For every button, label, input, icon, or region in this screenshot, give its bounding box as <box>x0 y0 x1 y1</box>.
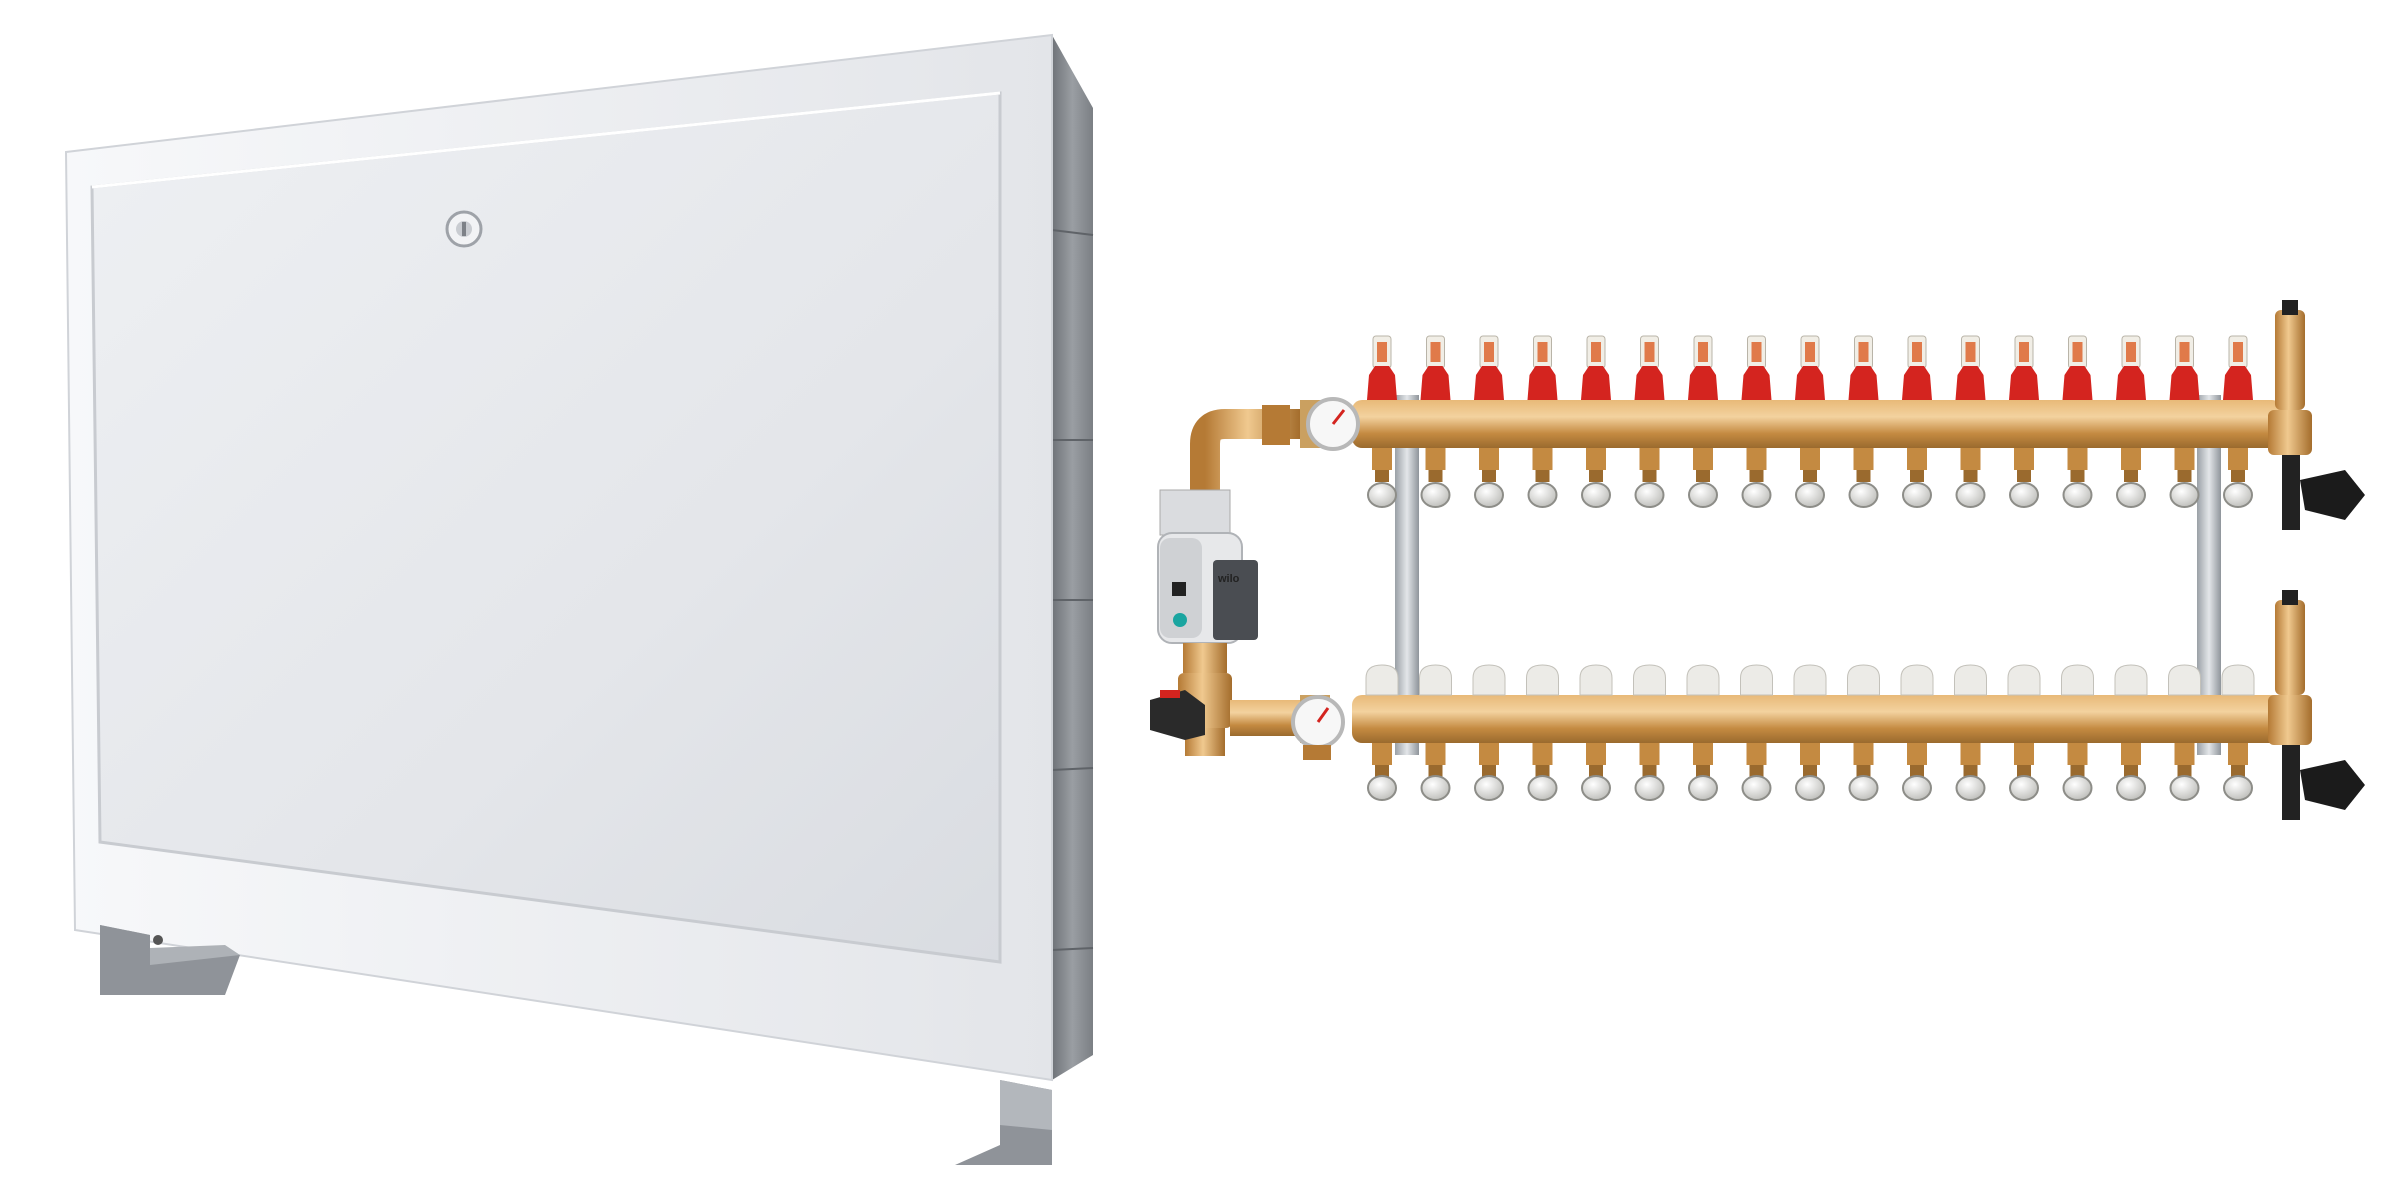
flowmeter-icon[interactable] <box>2169 335 2200 400</box>
supply-outlet-fitting <box>2223 448 2253 508</box>
supply-outlet-fitting <box>1474 448 1504 508</box>
valve-cap-icon[interactable] <box>1954 664 1987 696</box>
drain-valve-top-icon[interactable] <box>2300 470 2365 520</box>
flowmeter-icon[interactable] <box>1634 335 1665 400</box>
supply-outlet-fitting <box>1848 448 1879 508</box>
return-outlet-fitting <box>1741 743 1772 801</box>
return-outlet-fitting <box>1795 743 1825 801</box>
supply-outlet-fitting <box>1527 448 1558 508</box>
return-outlet-fitting <box>1367 743 1397 801</box>
valve-cap-icon[interactable] <box>1472 664 1506 696</box>
valve-cap-icon[interactable] <box>1526 664 1559 696</box>
floor-heating-manifold: wilo <box>1150 300 2365 820</box>
return-outlet-fitting <box>2116 743 2146 801</box>
return-outlet-fitting <box>2223 743 2253 801</box>
cabinet-leg-right <box>955 1080 1052 1165</box>
cabinet-leg-left <box>100 925 240 995</box>
cabinet-side-panel <box>1052 35 1093 1080</box>
pump-brand-logo: wilo <box>1217 573 1240 585</box>
return-outlet-fitting <box>1688 743 1718 801</box>
valve-cap-icon[interactable] <box>2061 664 2094 696</box>
supply-outlet-fitting <box>1634 448 1665 508</box>
flowmeter-icon[interactable] <box>2009 335 2039 400</box>
flowmeter-icon[interactable] <box>1527 335 1558 400</box>
supply-outlet-fitting <box>2169 448 2200 508</box>
valve-cap-icon[interactable] <box>1900 664 1934 696</box>
flowmeter-icon[interactable] <box>1420 335 1451 400</box>
supply-elbow-pipe <box>1190 409 1300 495</box>
valve-cap-icon[interactable] <box>1686 664 1720 696</box>
supply-outlet-fitting <box>2009 448 2039 508</box>
return-outlet-fitting <box>2009 743 2039 801</box>
return-outlet-fitting <box>1420 743 1451 801</box>
air-vent-top <box>2268 300 2365 530</box>
circulation-pump: wilo <box>1157 489 1258 644</box>
flowmeter-icon[interactable] <box>1848 335 1879 400</box>
valve-cap-icon[interactable] <box>1579 664 1613 696</box>
flowmeter-icon[interactable] <box>1367 335 1397 400</box>
pump-button-icon[interactable] <box>1173 613 1187 627</box>
supply-outlet-fitting <box>1367 448 1397 508</box>
flowmeter-icon[interactable] <box>1474 335 1504 400</box>
flowmeter-icon[interactable] <box>1795 335 1825 400</box>
supply-outlet-fitting <box>1955 448 1986 508</box>
flowmeter-icon[interactable] <box>2062 335 2093 400</box>
return-outlet-fitting <box>2169 743 2200 801</box>
door-lock-icon[interactable] <box>445 210 483 248</box>
return-outlet-fitting <box>1902 743 1932 801</box>
return-outlet-fitting <box>1634 743 1665 801</box>
flowmeter-icon[interactable] <box>1688 335 1718 400</box>
drain-valve-bottom-icon[interactable] <box>2300 760 2365 810</box>
valve-cap-icon[interactable] <box>2007 664 2041 696</box>
valve-actuator <box>1150 690 1205 740</box>
supply-bar <box>1352 400 2282 448</box>
flowmeter-icon[interactable] <box>1581 335 1611 400</box>
flowmeter-icon[interactable] <box>2223 335 2253 400</box>
return-outlets <box>1365 664 2255 801</box>
valve-cap-icon[interactable] <box>2114 664 2148 696</box>
valve-cap-icon[interactable] <box>2168 664 2201 696</box>
return-outlet-fitting <box>1527 743 1558 801</box>
return-outlet-fitting <box>1955 743 1986 801</box>
return-outlet-fitting <box>1581 743 1611 801</box>
flowmeter-icon[interactable] <box>1955 335 1986 400</box>
valve-cap-icon[interactable] <box>2221 664 2255 696</box>
supply-outlet-fitting <box>1741 448 1772 508</box>
cabinet-door[interactable] <box>90 91 1002 964</box>
air-vent-bottom <box>2268 590 2365 820</box>
distribution-cabinet <box>64 33 1094 1165</box>
mixing-valve <box>1178 643 1232 756</box>
supply-outlet-fitting <box>2062 448 2093 508</box>
supply-outlet-fitting <box>1795 448 1825 508</box>
thermometer-supply-icon <box>1300 397 1360 451</box>
cabinet-side-seams <box>1051 229 1094 951</box>
supply-outlet-fitting <box>1420 448 1451 508</box>
flowmeter-icon[interactable] <box>1741 335 1772 400</box>
valve-cap-icon[interactable] <box>1847 664 1880 696</box>
return-outlet-fitting <box>2062 743 2093 801</box>
flowmeter-icon[interactable] <box>2116 335 2146 400</box>
return-outlet-fitting <box>1848 743 1879 801</box>
thermometer-return-icon <box>1291 695 1345 760</box>
flowmeter-icon[interactable] <box>1902 335 1932 400</box>
supply-outlet-fitting <box>1581 448 1611 508</box>
valve-cap-icon[interactable] <box>1419 664 1452 696</box>
supply-outlet-fitting <box>1688 448 1718 508</box>
supply-outlets <box>1367 335 2253 508</box>
return-bar <box>1352 695 2282 743</box>
return-outlet-fitting <box>1474 743 1504 801</box>
valve-cap-icon[interactable] <box>1740 664 1773 696</box>
valve-cap-icon[interactable] <box>1793 664 1827 696</box>
supply-outlet-fitting <box>1902 448 1932 508</box>
valve-cap-icon[interactable] <box>1633 664 1666 696</box>
supply-outlet-fitting <box>2116 448 2146 508</box>
valve-cap-icon[interactable] <box>1365 664 1399 696</box>
